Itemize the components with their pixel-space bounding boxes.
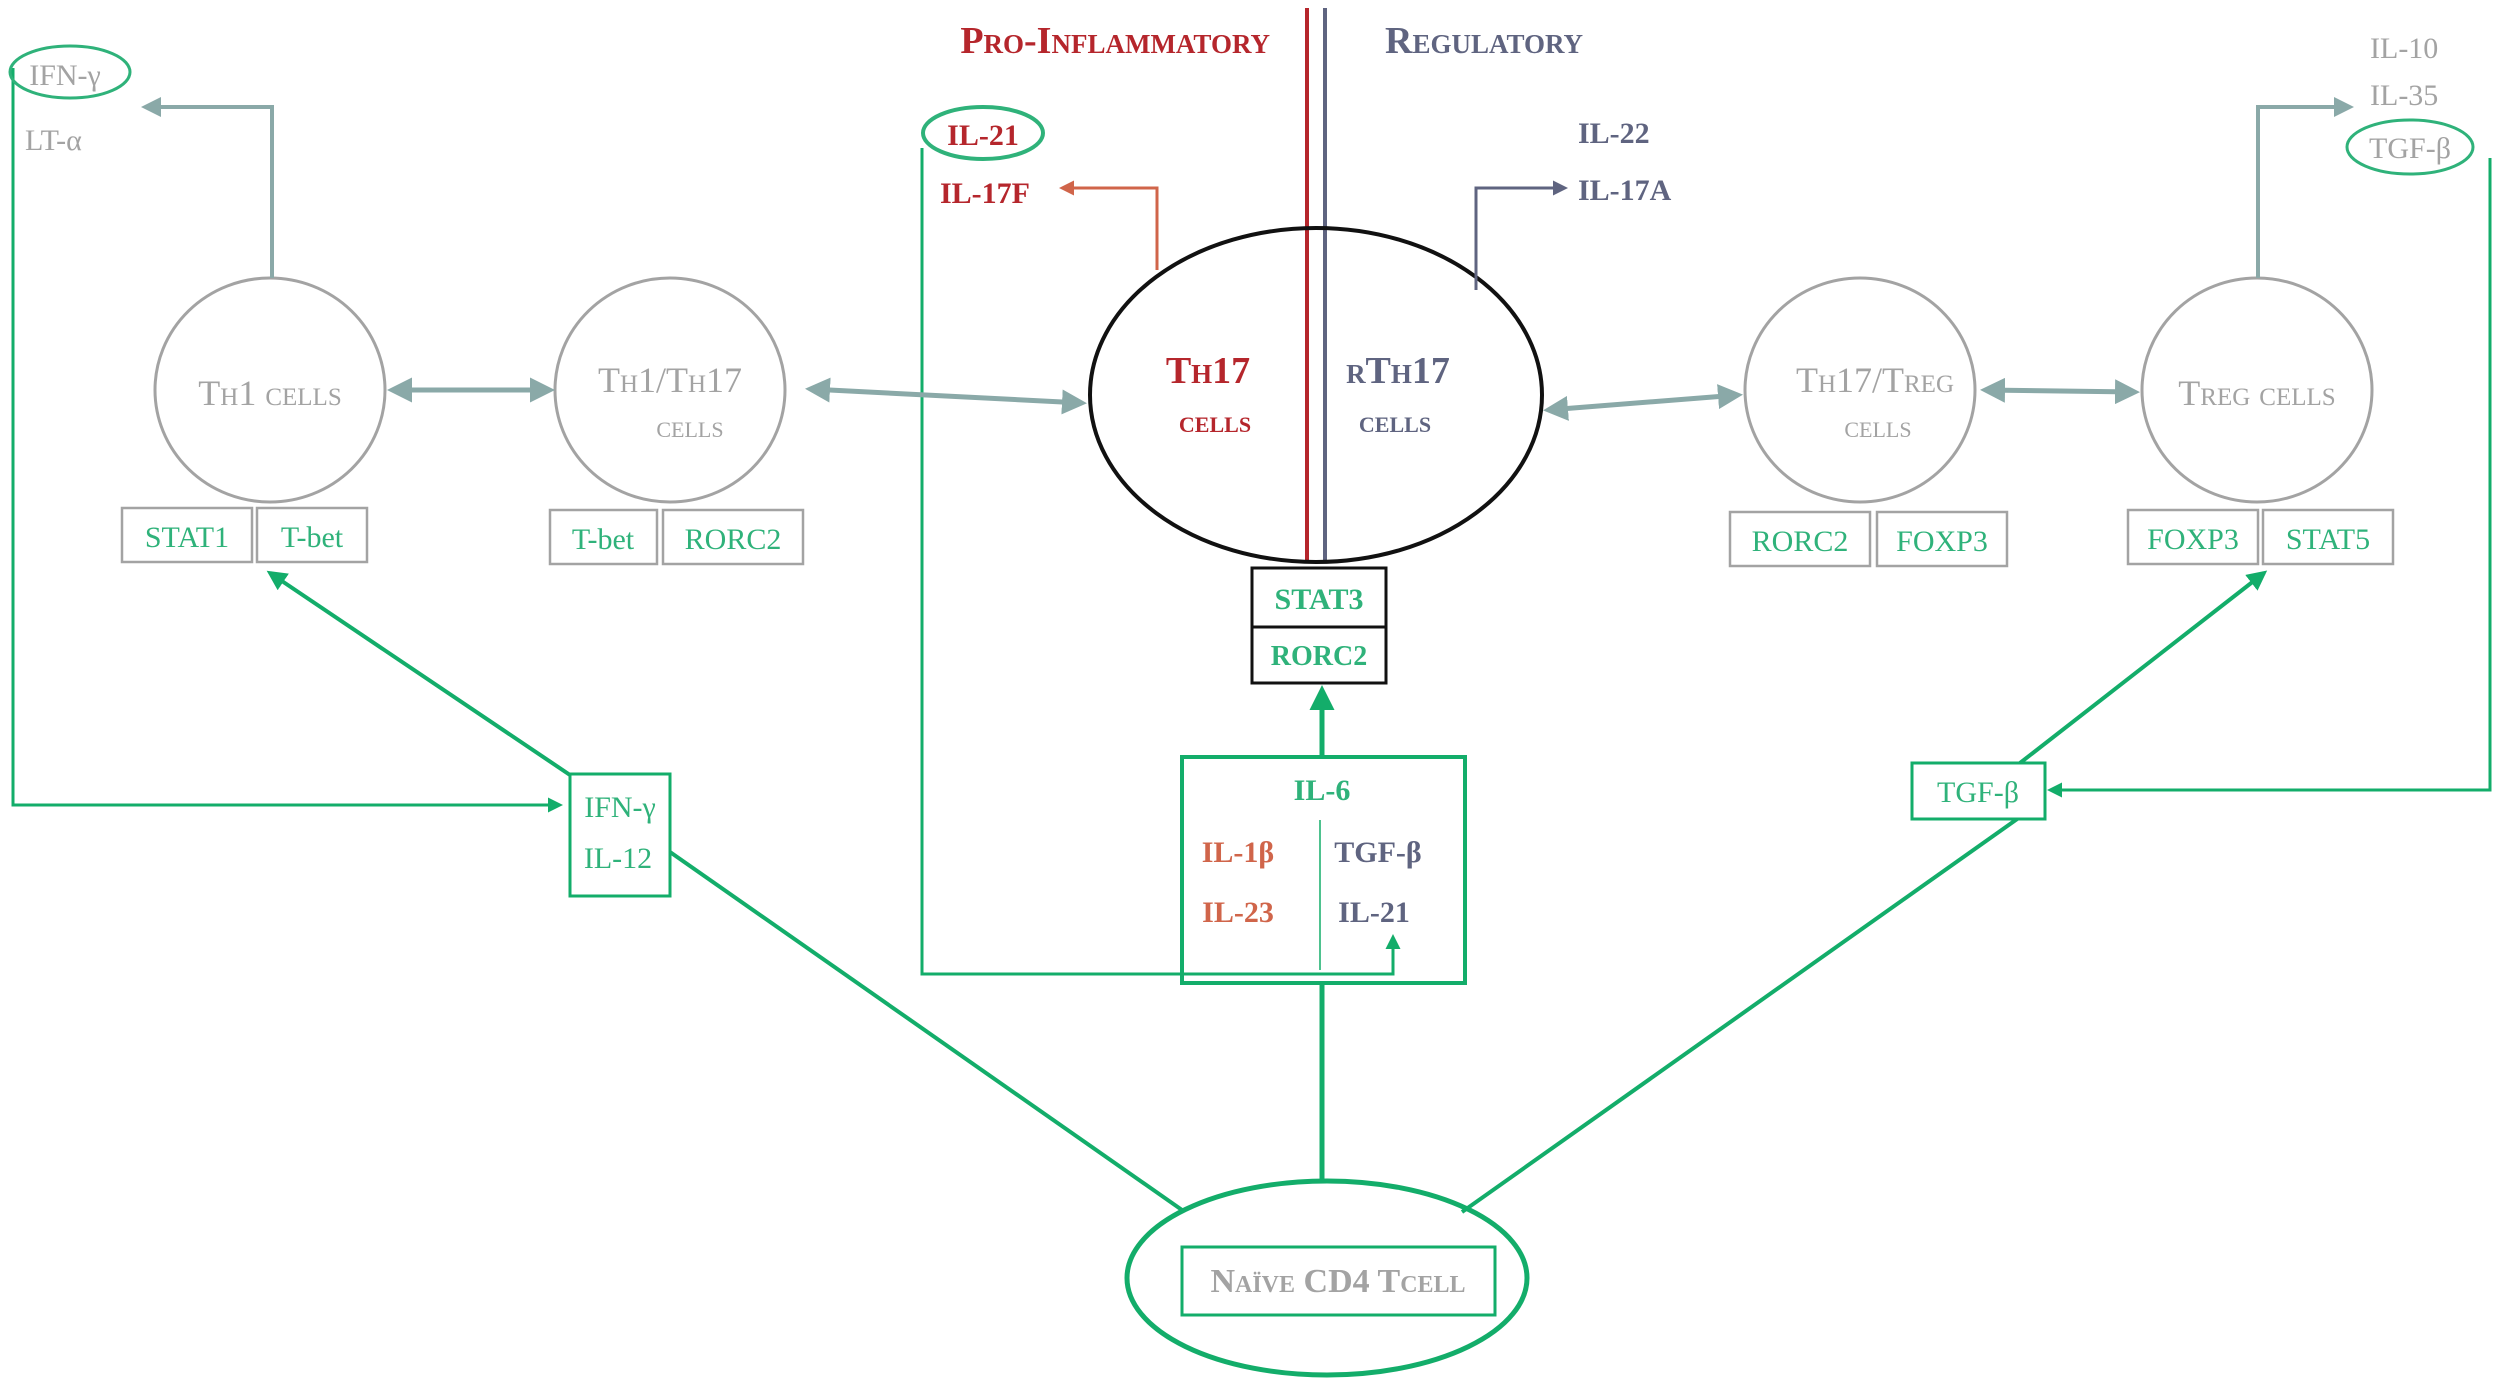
th1-cytokine-lt-alpha: LT-α [25,124,82,157]
treg-tf-foxp3: FOXP3 [2147,523,2239,556]
th17-cytokine-il21: IL-21 [947,119,1019,152]
th1-inducer-box [568,772,672,898]
ifn-gamma-feedback-loop [11,68,563,813]
treg-cytokine-il35: IL-35 [2370,79,2438,112]
rth17-cell-label-1: rTh17 [1346,350,1450,392]
treg-inducer-box [1910,761,2047,821]
rth17-cytokine-il17a: IL-17A [1578,174,1672,207]
th17-inducer-il21: IL-21 [1338,896,1410,929]
th1-th17-tf-tbet: T-bet [572,523,635,556]
regulatory-label: Regulatory [1385,20,1583,62]
th17-pro-cytokine-arrow [1059,180,1159,270]
il21-out-highlight [921,105,1045,161]
treg-tf-stat5: STAT5 [2286,523,2370,556]
th1-th17-tf-box-1 [548,508,659,566]
th17-tf-stat3: STAT3 [1275,583,1364,616]
th17-inducer-il1b: IL-1β [1202,836,1274,869]
th1-inducer-il12: IL-12 [584,842,652,875]
naive-cd4-t-cell-label-box [1180,1245,1497,1317]
rth17-cytokine-il22: IL-22 [1578,117,1650,150]
treg-cytokine-tgf-beta: TGF-β [2369,132,2451,165]
th1-inducer-ifn-gamma: IFN-γ [584,791,656,824]
th17-inducer-il23: IL-23 [1202,896,1274,929]
th1-tf-stat1: STAT1 [145,521,229,554]
il21-feedback-loop [920,148,1401,976]
th1-th17-tf-rorc2: RORC2 [685,523,782,556]
th1-inducer-to-tf-arrow [266,570,572,777]
tgf-beta-feedback-loop [2047,158,2492,798]
th1-cytokine-ifn-gamma: IFN-γ [29,59,101,92]
th1-tf-tbet: T-bet [281,521,344,554]
th17-treg-to-treg-arrow [1980,377,2140,405]
th17-inducer-il6: IL-6 [1294,774,1351,807]
rth17-cytokine-arrow [1474,180,1568,290]
th17-inducer-tgf-beta: TGF-β [1334,836,1421,869]
th17-treg-cell-label-1: Th17/Treg [1796,360,1954,400]
treg-inducer-tgf-beta: TGF-β [1937,776,2019,809]
pro-inflammatory-label: Pro-Inflammatory [960,20,1270,62]
th17-treg-cell-label-2: cells [1844,408,1911,444]
th17-cell-label-2: cells [1179,403,1251,439]
th17-cell-label-1: Th17 [1166,350,1250,392]
th1-cytokine-arrow [141,97,274,278]
naive-cd4-t-cell-label: Naïve CD4 Tcell [1210,1263,1465,1300]
th17-tf-rorc2: RORC2 [1271,641,1367,672]
th17-treg-tf-foxp3: FOXP3 [1896,525,1988,558]
th1-th17-cell-label-2: cells [656,408,723,444]
treg-tf-box-1 [2126,508,2260,566]
rth17-cell-label-2: cells [1359,403,1431,439]
th1-th17-tf-box-2 [661,508,805,566]
th1-tf-box-1 [120,506,254,564]
ifn-gamma-out-highlight [8,44,132,100]
naive-cd4-t-cell [1124,1178,1530,1378]
treg-cytokine-il10: IL-10 [2370,32,2438,65]
th1-th17-cell [553,276,787,504]
treg-cytokine-arrow [2256,97,2354,278]
treg-tf-box-2 [2261,508,2395,566]
th17-treg-cell [1743,276,1977,504]
th17-treg-tf-box-1 [1728,510,1872,568]
th17-to-th17-treg-arrow [1543,384,1743,421]
tgf-beta-out-highlight [2345,118,2475,176]
th1-tf-box-2 [255,506,369,564]
th1-th17-to-th17-arrow [805,377,1087,415]
th1-cell-label: Th1 cells [198,373,341,413]
th17-tf-box-2 [1250,625,1388,685]
th17-treg-tf-rorc2: RORC2 [1752,525,1849,558]
naive-to-treg-inducer-line [1460,815,2022,1214]
th1-th17-cell-label-1: Th1/Th17 [598,360,742,400]
th17-inducer-box [1180,755,1467,985]
th17-treg-tf-box-2 [1875,510,2009,568]
treg-inducer-to-tf-arrow [2018,570,2268,765]
th17-cytokine-il17f: IL-17F [940,177,1030,210]
th17-cell [1088,226,1544,564]
treg-cell-label: Treg cells [2178,373,2335,413]
naive-to-th1-inducer-line [668,850,1184,1212]
